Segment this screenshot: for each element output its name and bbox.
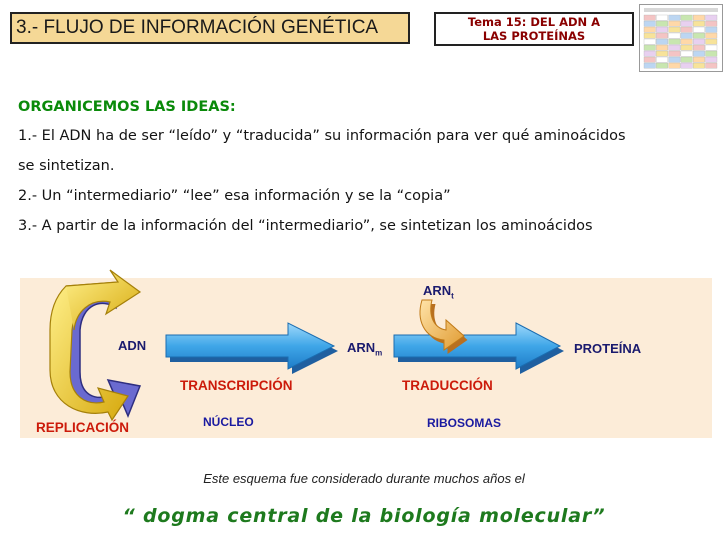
- topic-box: Tema 15: DEL ADN A LAS PROTEÍNAS: [434, 12, 634, 46]
- label-arnt: ARNt: [423, 283, 454, 301]
- dogma-note: Este esquema fue considerado durante muc…: [203, 471, 525, 486]
- label-nucleo: NÚCLEO: [203, 415, 254, 429]
- label-proteina: PROTEÍNA: [574, 341, 642, 356]
- label-traduccion: TRADUCCIÓN: [402, 378, 493, 393]
- label-arnm: ARNm: [347, 340, 382, 358]
- dogma-title: “ dogma central de la biología molecular…: [122, 505, 606, 527]
- label-arnt-sub: t: [451, 291, 454, 301]
- label-adn: ADN: [118, 338, 147, 353]
- label-replicacion: REPLICACIÓN: [36, 420, 130, 435]
- trna-arrow-icon: [419, 299, 468, 354]
- topic-line-1: Tema 15: DEL ADN A: [467, 15, 601, 29]
- label-arnt-text: ARN: [423, 283, 452, 298]
- label-arnm-text: ARN: [347, 340, 376, 355]
- topic-line-2: LAS PROTEÍNAS: [482, 29, 586, 43]
- genetic-code-table-thumbnail: [639, 4, 723, 72]
- ideas-section: ORGANICEMOS LAS IDEAS: 1.- El ADN ha de …: [18, 96, 718, 238]
- idea-line-3: 3.- A partir de la información del “inte…: [18, 218, 593, 234]
- label-ribosomas: RIBOSOMAS: [427, 416, 502, 430]
- translation-arrow-icon: [393, 322, 564, 374]
- transcription-arrow-icon: [165, 322, 338, 374]
- replication-arrow-icon: [49, 269, 142, 422]
- slide-title: 3.- FLUJO DE INFORMACIÓN GENÉTICA: [10, 12, 410, 44]
- idea-line-2: 2.- Un “intermediario” “lee” esa informa…: [18, 188, 451, 204]
- ideas-heading: ORGANICEMOS LAS IDEAS:: [18, 99, 236, 115]
- label-arnm-sub: m: [375, 348, 383, 358]
- diagram-panel: [20, 278, 712, 438]
- idea-line-1-cont: se sintetizan.: [18, 158, 115, 174]
- label-transcripcion: TRANSCRIPCIÓN: [180, 378, 293, 393]
- idea-line-1: 1.- El ADN ha de ser “leído” y “traducid…: [18, 128, 626, 144]
